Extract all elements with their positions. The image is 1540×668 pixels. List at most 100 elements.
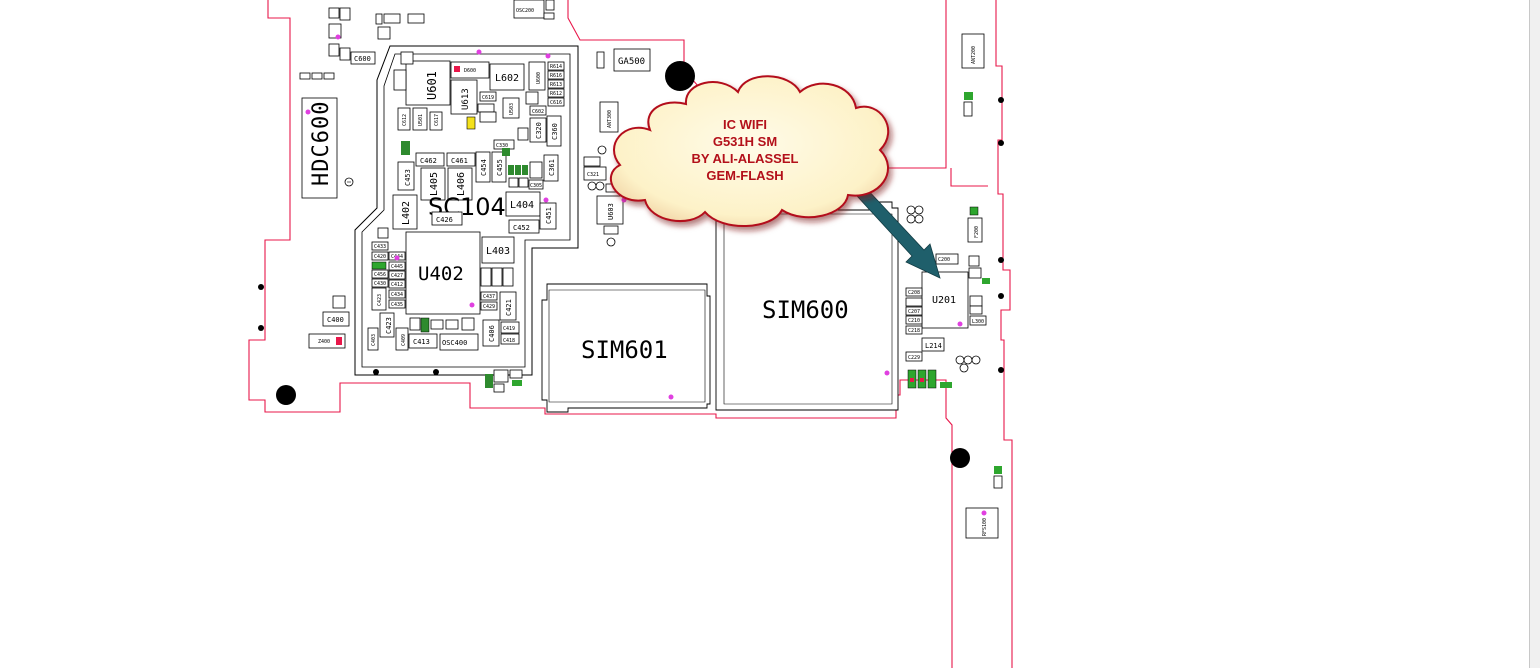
c452-label: C452 <box>513 224 530 232</box>
u201-component <box>921 271 969 329</box>
l406-label: L406 <box>456 172 467 196</box>
callout-arrow <box>856 187 941 279</box>
c423-large-label: C423 <box>385 317 393 334</box>
magenta-dot <box>543 197 549 203</box>
c434-label: C434 <box>391 292 403 298</box>
cap-small <box>545 0 555 11</box>
hdc600-component <box>301 97 338 199</box>
cap-small <box>339 7 351 21</box>
l406-component <box>447 167 473 201</box>
cap-small <box>479 111 497 123</box>
c461-component <box>446 152 476 167</box>
c361-label: C361 <box>548 159 556 176</box>
l300-component <box>969 315 987 326</box>
osc200-label: OSC200 <box>516 8 534 14</box>
cap-small <box>339 47 351 61</box>
c210-label: C210 <box>908 318 920 324</box>
c412-label: C412 <box>391 282 403 288</box>
callout-line-1: IC WIFI <box>723 117 767 132</box>
board-outline-mid <box>950 168 988 187</box>
l403-label: L403 <box>486 246 510 257</box>
c421-component <box>499 291 517 321</box>
c413-component <box>408 333 438 349</box>
green-pad <box>969 206 979 216</box>
green-pad <box>371 261 387 270</box>
cap-small <box>493 383 505 393</box>
cap-small <box>332 295 346 309</box>
d600-label: D600 <box>464 68 476 74</box>
c418-component <box>500 333 520 345</box>
c320-label: C320 <box>535 122 543 139</box>
mount-hole <box>276 385 296 405</box>
ant200-label: ANT200 <box>971 46 977 64</box>
magenta-dot <box>476 49 482 55</box>
u503-label: U503 <box>509 103 515 115</box>
via <box>258 325 264 331</box>
sim600-inner <box>723 213 893 405</box>
c305-label: C305 <box>530 183 542 189</box>
c433-label: C433 <box>374 244 386 250</box>
green-pad <box>502 148 510 156</box>
ant300-label: ANT300 <box>607 110 613 128</box>
c602-component <box>529 105 547 116</box>
c210-component <box>905 315 923 325</box>
u601-label: U601 <box>425 71 439 100</box>
c409-component <box>395 327 409 351</box>
via <box>998 257 1004 263</box>
c616-component <box>547 97 565 107</box>
sim601-inner <box>548 289 706 403</box>
c420-label: C420 <box>374 254 386 260</box>
u501-component <box>412 107 428 131</box>
c433-component <box>371 241 389 251</box>
c430-component <box>371 278 389 288</box>
c430-label: C430 <box>374 281 386 287</box>
c409-label: C409 <box>401 334 407 346</box>
cap-small <box>596 51 605 69</box>
c453-label: C453 <box>404 169 412 186</box>
u600-label: U600 <box>536 72 542 84</box>
f200-label: F200 <box>974 226 980 238</box>
c602-label: C602 <box>532 109 544 115</box>
green-pad <box>927 369 937 389</box>
c200-component <box>935 253 959 265</box>
callout-line-2: G531H SM <box>713 134 777 149</box>
c451-label: C451 <box>545 207 553 224</box>
callout-cloud <box>609 75 890 227</box>
c437-component <box>480 291 498 301</box>
green-pad <box>420 317 430 333</box>
green-pad <box>982 278 990 284</box>
l402-component <box>392 194 418 230</box>
c419-component <box>500 321 520 334</box>
cap-small <box>518 177 529 188</box>
c454-component <box>475 151 491 183</box>
c462-label: C462 <box>420 157 437 165</box>
c453-component <box>397 161 415 191</box>
ga500-component <box>613 48 651 72</box>
vertical-scrollbar[interactable] <box>1529 0 1540 668</box>
sim600-label: SIM600 <box>762 296 849 324</box>
c403-component <box>367 327 379 351</box>
u402-component <box>405 231 481 315</box>
ant200-component <box>961 33 985 69</box>
c207-label: C207 <box>908 309 920 315</box>
c207-component <box>905 306 923 316</box>
c455-component <box>491 151 507 183</box>
l405-component <box>420 167 446 201</box>
l214-label: L214 <box>925 342 942 350</box>
c403-label: C403 <box>371 334 377 346</box>
c454-label: C454 <box>480 159 488 176</box>
osc400-component <box>439 333 479 351</box>
c218-label: C218 <box>908 328 920 334</box>
cap-row <box>461 317 475 331</box>
c612-component <box>397 107 411 131</box>
c426-label: C426 <box>436 216 453 224</box>
c205-component <box>905 297 923 307</box>
c429-label: C429 <box>483 304 495 310</box>
r612-component <box>547 88 565 98</box>
c432-component <box>377 227 389 239</box>
c400-label: C400 <box>327 316 344 324</box>
cap-small <box>299 72 311 80</box>
c229-component <box>905 351 923 362</box>
l404-component <box>505 191 541 217</box>
